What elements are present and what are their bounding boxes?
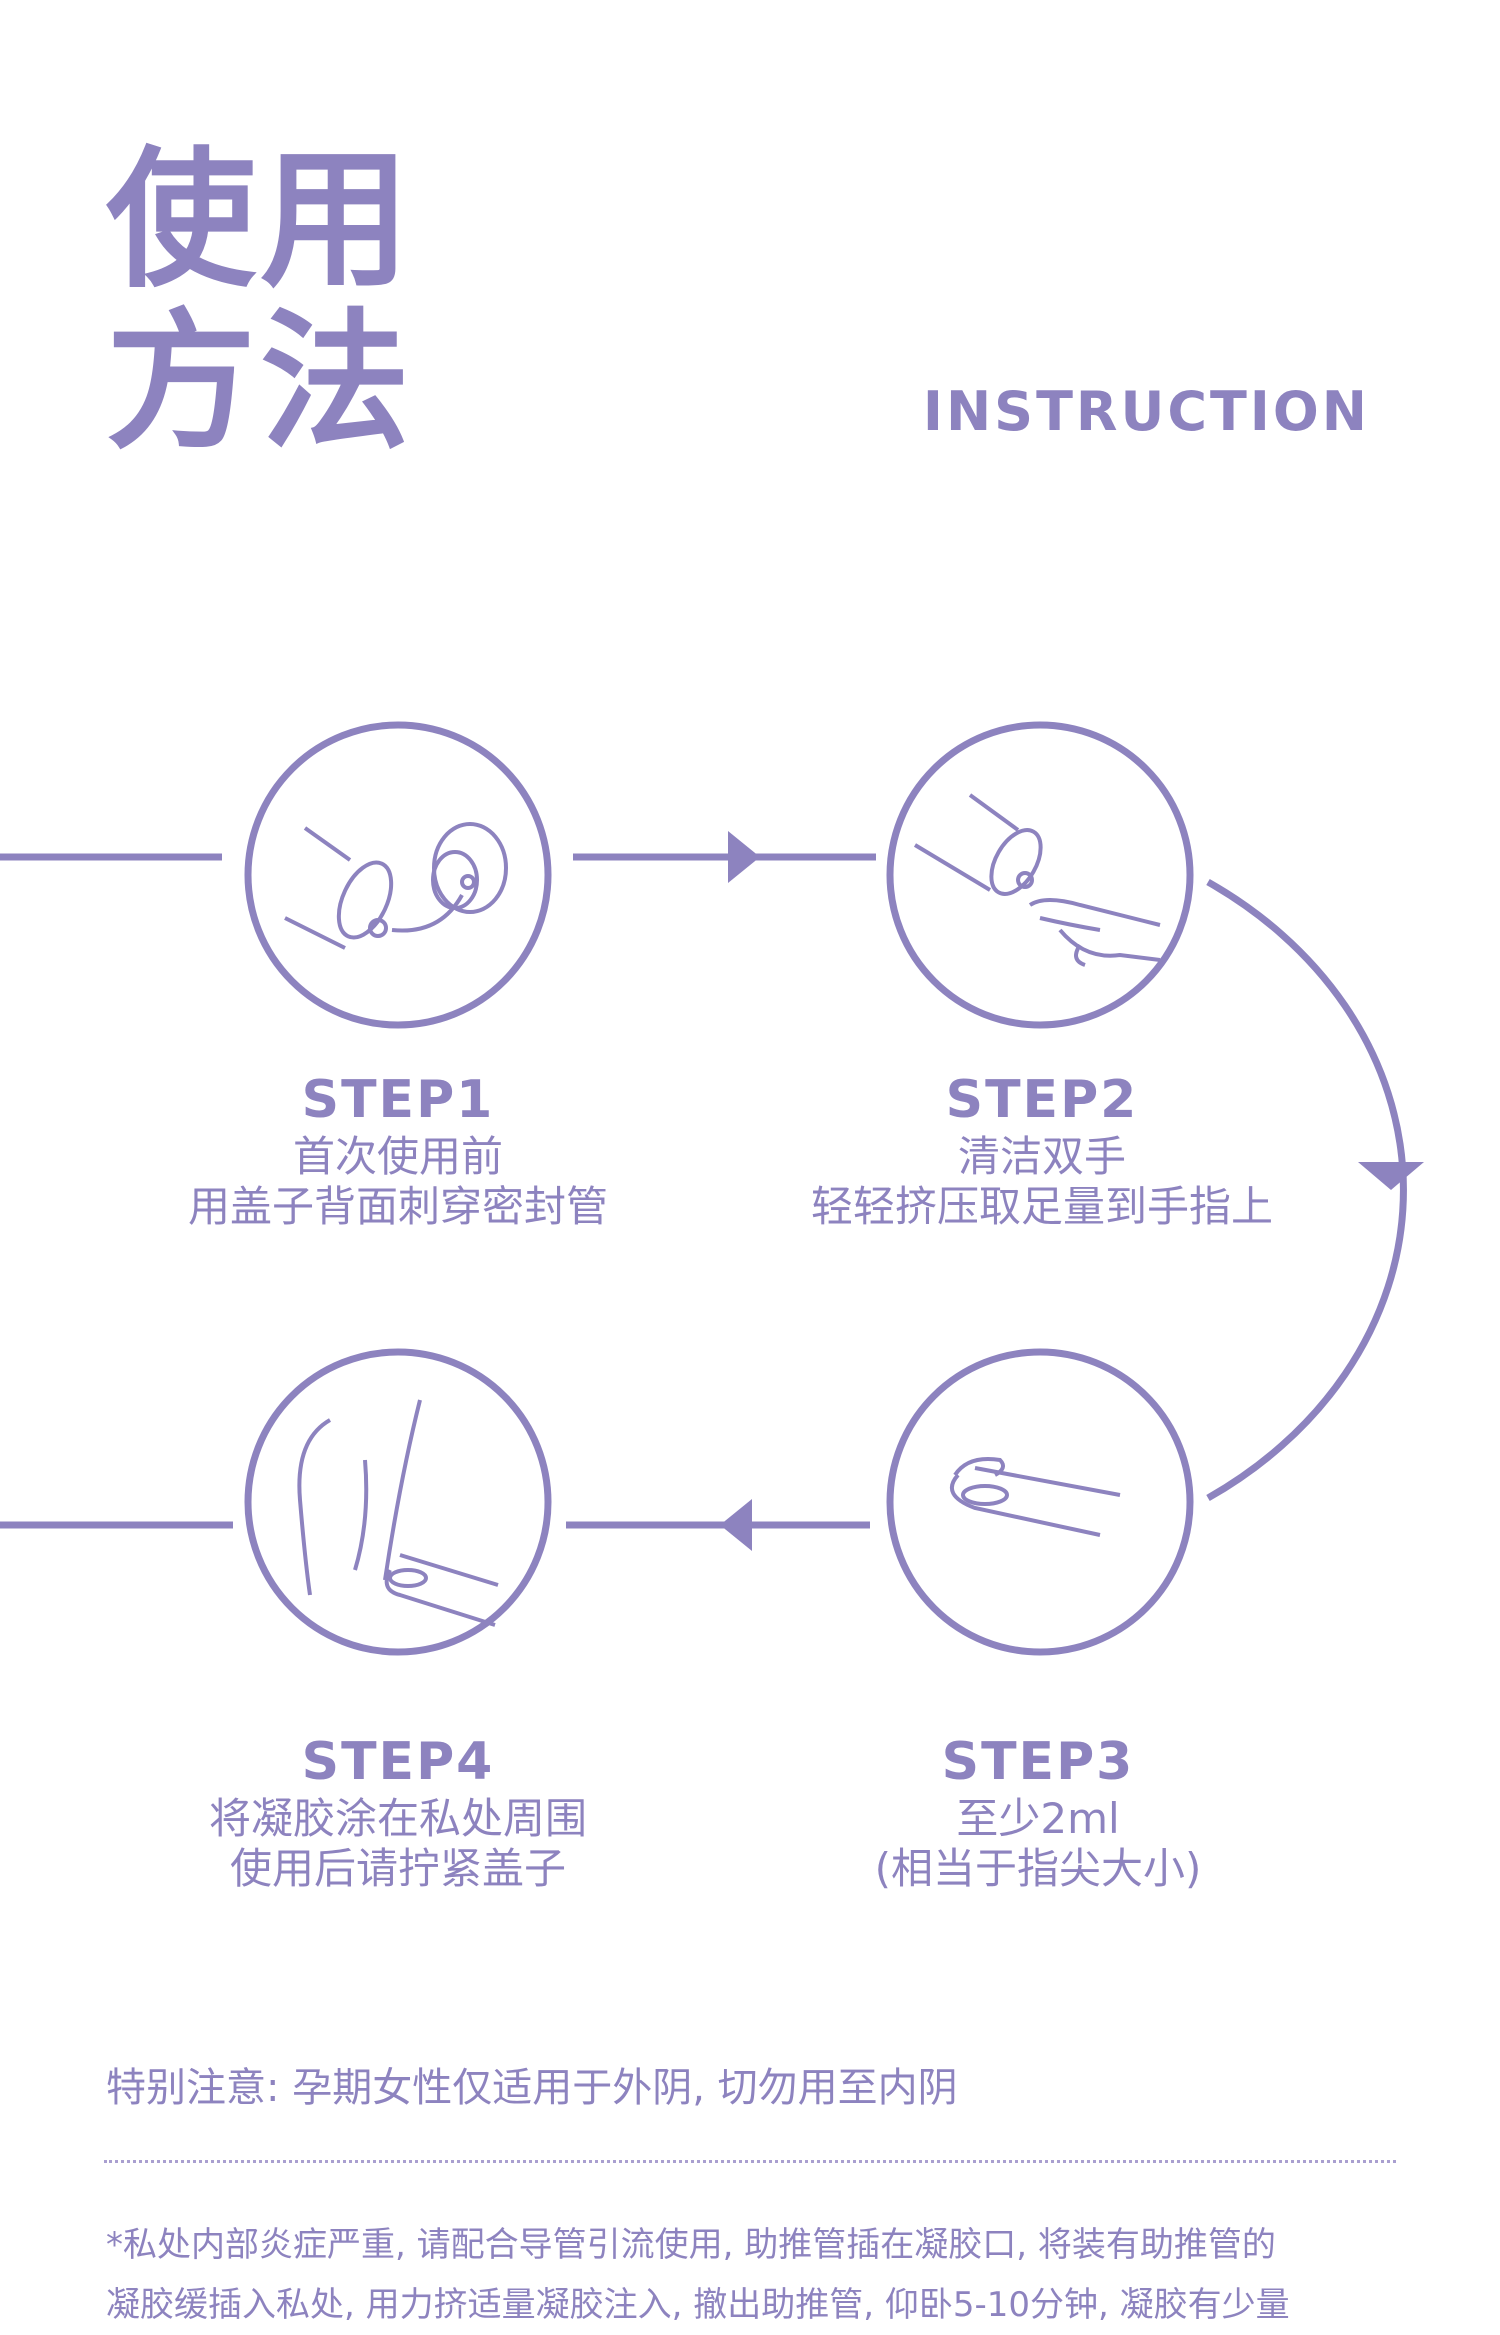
step-3: STEP3 至少2ml (相当于指尖大小) [718, 1730, 1358, 1894]
step-4-line-2: 使用后请拧紧盖子 [78, 1844, 718, 1894]
step-4-label: STEP4 [78, 1730, 718, 1794]
step2-circle [890, 725, 1190, 1025]
special-notice: 特别注意: 孕期女性仅适用于外阴, 切勿用至内阴 [106, 2055, 958, 2113]
step-3-label: STEP3 [718, 1730, 1358, 1794]
arrow-left-icon [720, 1499, 752, 1551]
step-2: STEP2 清洁双手 轻轻挤压取足量到手指上 [722, 1068, 1362, 1232]
fine-print-line-2: 凝胶缓插入私处, 用力挤适量凝胶注入, 撤出助推管, 仰卧5-10分钟, 凝胶有… [106, 2275, 1406, 2335]
dotted-divider [104, 2160, 1396, 2163]
tube-cap-puncture-icon [285, 824, 506, 948]
step-3-line-1: 至少2ml [718, 1794, 1358, 1844]
step-1-label: STEP1 [78, 1068, 718, 1132]
step-2-line-1: 清洁双手 [722, 1132, 1362, 1182]
squeeze-onto-finger-icon [915, 795, 1160, 965]
apply-gel-icon [299, 1400, 498, 1625]
arrow-right-icon [728, 831, 760, 883]
step-4: STEP4 将凝胶涂在私处周围 使用后请拧紧盖子 [78, 1730, 718, 1894]
step-1-line-2: 用盖子背面刺穿密封管 [78, 1182, 718, 1232]
step-2-label: STEP2 [722, 1068, 1362, 1132]
step3-circle [890, 1352, 1190, 1652]
step1-circle [248, 725, 548, 1025]
step-1-line-1: 首次使用前 [78, 1132, 718, 1182]
step-4-line-1: 将凝胶涂在私处周围 [78, 1794, 718, 1844]
arrow-down-icon [1358, 1162, 1424, 1190]
fine-print-line-1: *私处内部炎症严重, 请配合导管引流使用, 助推管插在凝胶口, 将装有助推管的 [106, 2215, 1406, 2275]
fine-print: *私处内部炎症严重, 请配合导管引流使用, 助推管插在凝胶口, 将装有助推管的 … [106, 2215, 1406, 2335]
step-3-line-2: (相当于指尖大小) [718, 1844, 1358, 1894]
fingertip-amount-icon [952, 1459, 1120, 1535]
step-1: STEP1 首次使用前 用盖子背面刺穿密封管 [78, 1068, 718, 1232]
step-2-line-2: 轻轻挤压取足量到手指上 [722, 1182, 1362, 1232]
